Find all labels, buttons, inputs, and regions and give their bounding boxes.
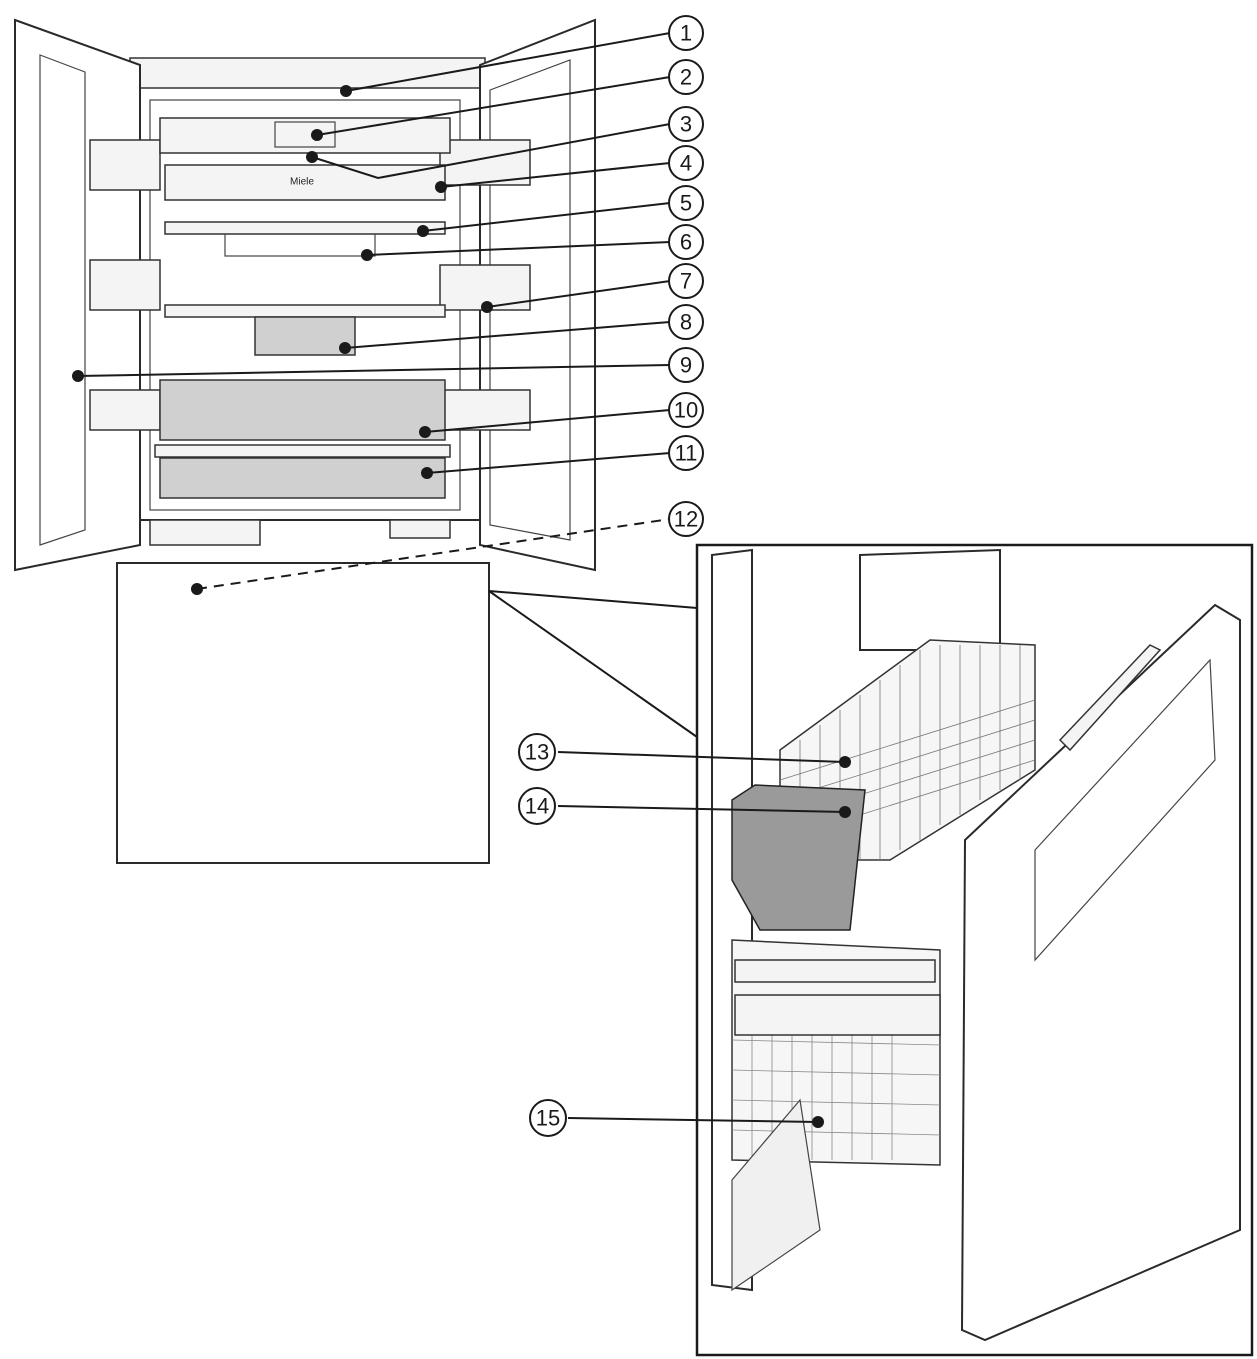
pointer-dot-10 [419,426,431,438]
callout-8: 8 [668,304,704,340]
pointer-dot-4 [435,181,447,193]
leader-lines [72,32,851,1128]
pointer-dot-9 [72,370,84,382]
pointer-dot-5 [417,225,429,237]
refrigerator-upper-compartment: Miele [14,18,596,572]
lower-rail [734,994,941,1036]
pointer-dot-6 [361,249,373,261]
bottom-hinge-panel [149,519,261,546]
callout-11: 11 [668,435,704,471]
glass-shelf-2 [164,304,446,318]
left-door-bin-1 [89,139,161,191]
callout-12: 12 [668,501,704,537]
callout-5: 5 [668,185,704,221]
drawer-floor [731,1098,821,1292]
inset-cabinet-top [859,548,1001,651]
drawer-top-rail [1058,644,1162,752]
inset-drawer-front [960,603,1241,1342]
pointer-dot-15 [812,1116,824,1128]
callout-13: 13 [518,733,556,771]
pointer-dot-12 [191,583,203,595]
drawer-handle-recess [1034,658,1216,962]
svg-text:1: 1 [680,21,692,46]
svg-text:3: 3 [680,112,692,137]
pointer-dot-1 [340,85,352,97]
callout-markers: 1 2 3 4 5 6 7 8 9 10 11 12 13 14 15 [518,15,704,1137]
fan-unit [274,121,336,148]
bottom-hinge-right [389,519,451,539]
upper-rail [734,959,936,983]
callout-9: 9 [668,347,704,383]
freezer-inset [695,543,1254,1357]
top-cover-panel [159,117,451,154]
svg-text:15: 15 [536,1106,560,1131]
svg-text:13: 13 [525,740,549,765]
callout-10: 10 [668,392,704,428]
svg-text:9: 9 [680,353,692,378]
svg-text:4: 4 [680,151,692,176]
pointer-dot-3 [306,151,318,163]
brand-logo: Miele [290,177,314,188]
crisper-drawer-lower [159,457,446,499]
callout-6: 6 [668,224,704,260]
zoom-line-bottom [488,590,698,738]
callout-2: 2 [668,59,704,95]
pointer-dot-13 [839,756,851,768]
freezer-drawer-front [116,562,490,864]
control-panel [164,164,446,201]
callout-15: 15 [529,1099,567,1137]
pointer-dot-14 [839,806,851,818]
right-door-bin-1 [439,139,531,186]
svg-text:2: 2 [680,65,692,90]
left-door-handle [39,54,86,546]
callout-7: 7 [668,263,704,299]
pointer-dot-2 [311,129,323,141]
svg-text:11: 11 [675,441,698,466]
callout-4: 4 [668,145,704,181]
callout-14: 14 [518,787,556,825]
egg-tray [254,316,356,356]
drawer-divider [154,444,451,458]
right-door-inner [489,59,571,541]
callout-1: 1 [668,15,704,51]
pointer-dot-11 [421,467,433,479]
pointer-dot-7 [481,301,493,313]
ice-tray [731,784,866,931]
svg-text:10: 10 [674,398,698,423]
lower-basket-grid [731,1020,941,1160]
glass-shelf-1 [164,221,446,235]
shelf-holder [224,233,376,257]
svg-text:6: 6 [680,230,692,255]
svg-text:7: 7 [680,269,692,294]
left-door-bin-3 [89,389,161,431]
zoom-line-top [488,590,698,609]
svg-text:14: 14 [525,794,549,819]
top-bar [129,57,486,89]
left-door-bin-2 [89,259,161,311]
svg-text:5: 5 [680,191,692,216]
svg-text:12: 12 [674,507,698,532]
crisper-drawer-upper [159,379,446,441]
pointer-dot-8 [339,342,351,354]
callout-3: 3 [668,106,704,142]
svg-text:8: 8 [680,310,692,335]
